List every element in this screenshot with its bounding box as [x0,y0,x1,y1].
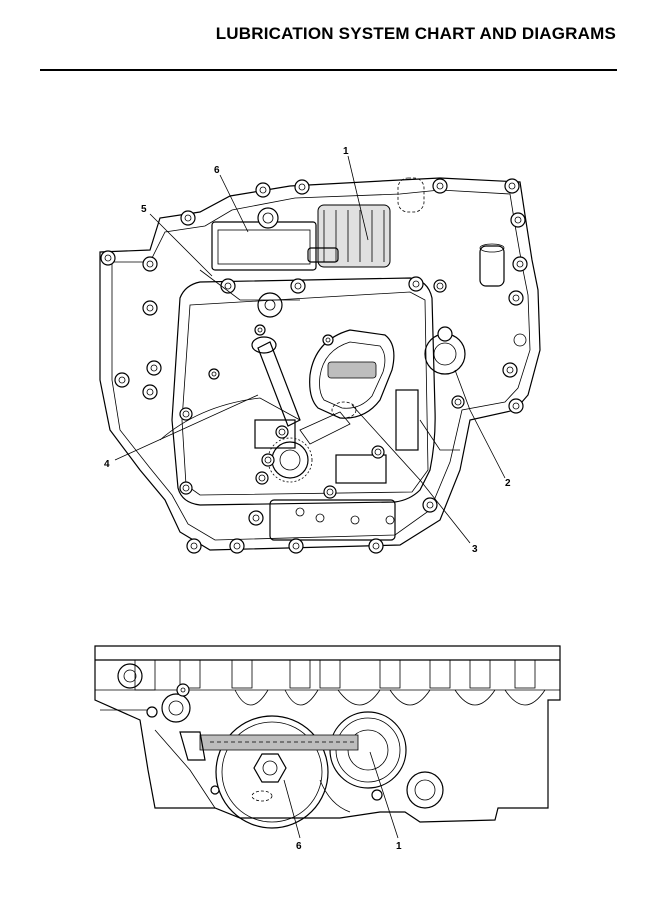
callout-5: 5 [141,204,147,215]
callout-4: 4 [104,459,110,470]
callout-6: 6 [214,165,220,176]
header-rule [40,69,617,71]
callout-1-front: 1 [396,841,402,852]
callout-1: 1 [343,146,349,157]
page-title: LUBRICATION SYSTEM CHART AND DIAGRAMS [215,24,616,43]
crankcase-front-diagram: 6 1 [94,645,561,852]
crankcase-top-diagram: 1 2 3 4 5 6 [99,146,541,555]
callout-2: 2 [505,478,511,489]
top-ribs [134,659,536,691]
callout-6-front: 6 [296,841,302,852]
callout-3: 3 [472,544,478,555]
housing-bolts [100,178,528,554]
